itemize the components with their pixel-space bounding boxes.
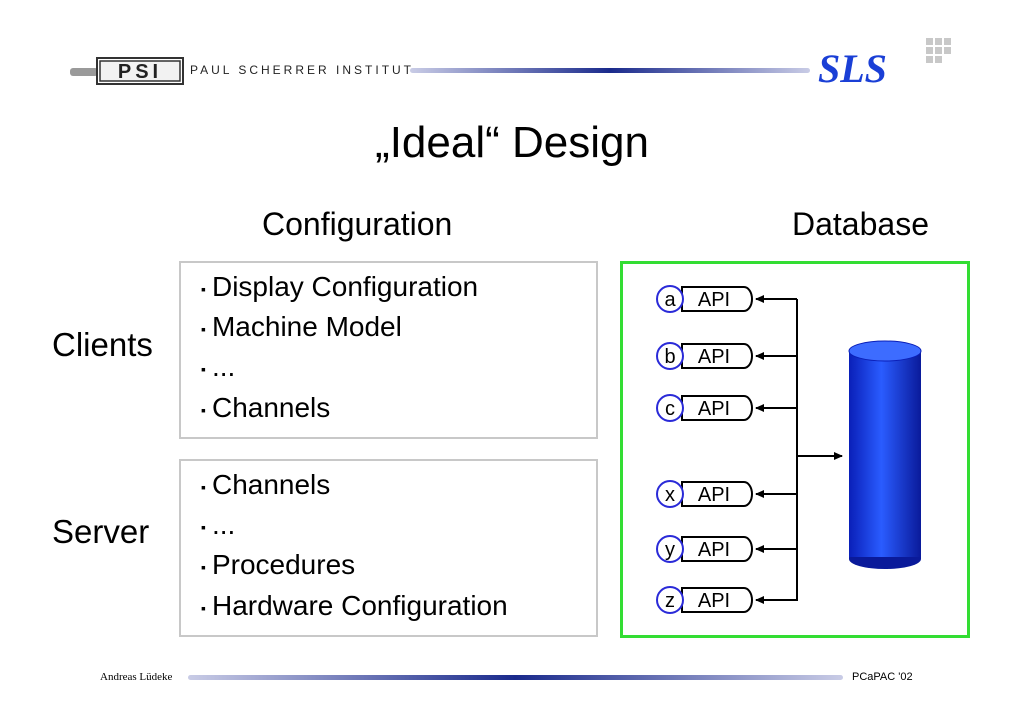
api-letter: c [665, 398, 675, 420]
database-cylinder-icon [848, 340, 922, 569]
bullet-icon: ▪ [201, 320, 206, 337]
list-item: ▪ Machine Model [201, 311, 402, 343]
api-letter: x [665, 484, 675, 506]
api-connector-y: API y [656, 535, 797, 563]
database-frame [620, 261, 970, 638]
footer-author: Andreas Lüdeke [100, 671, 173, 683]
clients-config-box: ▪ Display Configuration ▪ Machine Model ▪.… [179, 261, 598, 439]
page-title: „Ideal“ Design [375, 118, 649, 167]
server-config-box: ▪ Channels ▪... ▪ Procedures ▪ Hardware Con… [179, 459, 598, 637]
list-item-text: Machine Model [211, 311, 402, 342]
list-item: ▪ Channels [201, 392, 330, 424]
api-connector-x: API x [656, 480, 797, 508]
api-letter: y [665, 539, 675, 561]
institute-name: PAUL SCHERRER INSTITUT [190, 63, 415, 77]
api-label: API [698, 539, 730, 561]
list-item: ▪ Procedures [201, 549, 355, 581]
list-item-text: Display Configuration [211, 271, 479, 302]
api-letter: a [664, 289, 676, 311]
api-label: API [698, 484, 730, 506]
bullet-icon: ▪ [201, 599, 206, 616]
list-item-text: ... [211, 351, 236, 382]
api-label: API [698, 590, 730, 612]
list-item-text: Channels [211, 392, 331, 423]
server-label: Server [52, 513, 150, 550]
list-item-text: Procedures [211, 549, 356, 580]
list-item: ▪... [201, 509, 235, 541]
api-connector-z: API z [656, 586, 797, 614]
sls-logo: SLS [818, 38, 951, 88]
api-letter: b [664, 346, 675, 368]
list-item-text: ... [211, 509, 236, 540]
clients-label: Clients [52, 326, 153, 363]
psi-logo-text: PSI [118, 61, 162, 83]
header: PSI PAUL SCHERRER INSTITUT SLS [0, 0, 1024, 100]
api-connector-c: API c [656, 394, 797, 422]
list-item-text: Channels [211, 469, 331, 500]
api-label: API [698, 398, 730, 420]
footer-event: PCaPAC '02 [852, 671, 913, 683]
database-heading: Database [792, 206, 929, 242]
database-diagram: API a API b API c API x API y API z [656, 285, 922, 614]
header-line-left [70, 68, 98, 76]
list-item: ▪ Channels [201, 469, 330, 501]
psi-logo: PSI [96, 57, 184, 85]
bullet-icon: ▪ [201, 280, 206, 297]
bullet-icon: ▪ [201, 360, 206, 377]
list-item: ▪ Display Configuration [201, 271, 478, 303]
list-item-text: Hardware Configuration [211, 590, 508, 621]
bullet-icon: ▪ [201, 518, 206, 535]
footer-gradient-line [188, 675, 843, 680]
api-label: API [698, 346, 730, 368]
header-gradient-line [410, 68, 810, 73]
list-item: ▪ Hardware Configuration [201, 590, 508, 622]
bullet-icon: ▪ [201, 558, 206, 575]
list-item: ▪... [201, 351, 235, 383]
api-letter: z [665, 590, 675, 612]
bullet-icon: ▪ [201, 401, 206, 418]
api-connector-b: API b [656, 342, 797, 370]
sls-logo-text: SLS [818, 46, 887, 88]
configuration-heading: Configuration [262, 206, 453, 242]
api-connector-a: API a [656, 285, 797, 313]
bullet-icon: ▪ [201, 478, 206, 495]
api-label: API [698, 289, 730, 311]
